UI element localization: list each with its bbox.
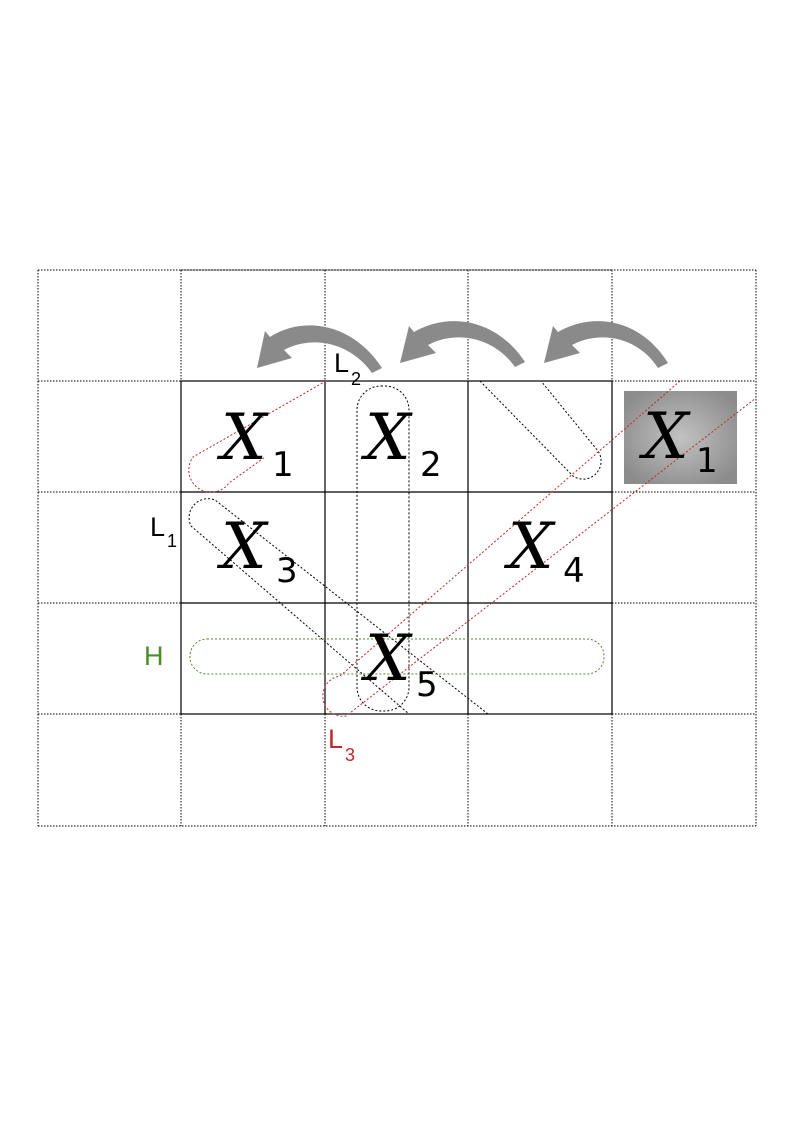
cell-x2: X 2 [360, 401, 442, 485]
curved-arrow-icon [400, 321, 525, 367]
curved-arrow-icon [257, 325, 382, 373]
group-h-outline [189, 638, 605, 675]
cell-x5: X 5 [360, 622, 438, 705]
shift-arrows [257, 321, 668, 373]
variable-letter: X [360, 401, 413, 475]
variable-letter: X [216, 510, 269, 584]
variable-subscript: 1 [696, 441, 718, 481]
label-letter: L [334, 348, 349, 378]
inner-solid-grid [180, 380, 613, 715]
label-l2: L 2 [334, 348, 361, 389]
variable-letter: X [216, 401, 269, 475]
label-subscript: 2 [351, 369, 361, 389]
label-h: H [144, 641, 164, 671]
label-letter: L [328, 724, 343, 754]
variable-letter: X [360, 622, 413, 696]
label-letter: H [144, 641, 164, 671]
shaded-copy-box [624, 391, 737, 484]
cell-x1-copy: X 1 [638, 400, 718, 481]
variable-letter: X [638, 400, 691, 474]
group-l2-outline [356, 385, 410, 712]
variable-letter: X [503, 510, 556, 584]
outer-dotted-grid [37, 269, 757, 827]
curved-arrow-icon [544, 321, 668, 368]
group-l1-outline [188, 498, 489, 715]
variable-subscript: 1 [272, 445, 294, 485]
label-subscript: 1 [167, 531, 177, 551]
cell-x1: X 1 [216, 401, 294, 485]
label-l1: L 1 [150, 512, 177, 551]
cell-x3: X 3 [216, 510, 298, 591]
cell-x4: X 4 [503, 510, 585, 591]
variable-subscript: 3 [276, 551, 298, 591]
variable-subscript: 4 [563, 551, 585, 591]
label-l3: L 3 [328, 724, 355, 765]
label-letter: L [150, 512, 165, 542]
group-l1-wrap-outline [479, 380, 602, 480]
variable-subscript: 5 [416, 665, 438, 705]
group-l3-outline [188, 380, 757, 717]
label-subscript: 3 [345, 745, 355, 765]
variable-subscript: 2 [420, 445, 442, 485]
